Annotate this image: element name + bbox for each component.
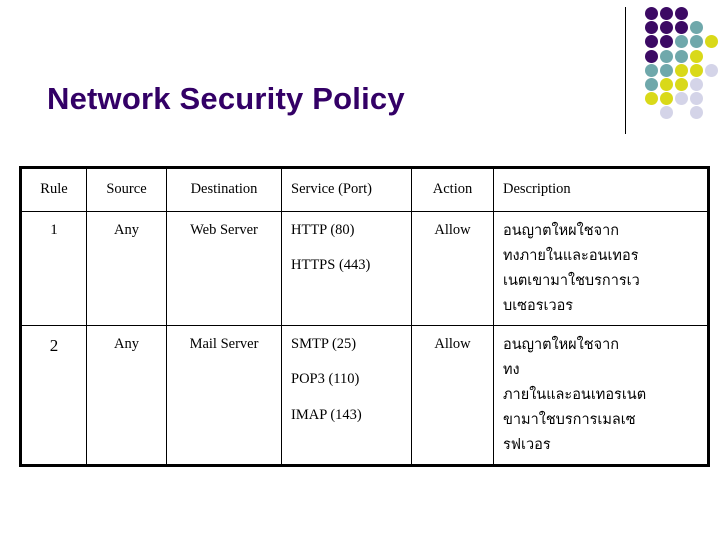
action-value: Allow bbox=[434, 335, 471, 352]
dot-grid-decoration bbox=[645, 7, 718, 120]
column-header-rule-label: Rule bbox=[40, 181, 68, 197]
column-header-destination: Destination bbox=[166, 167, 282, 212]
decoration-dot bbox=[675, 35, 688, 49]
column-header-source: Source bbox=[86, 167, 167, 212]
rule-number: 2 bbox=[49, 335, 59, 355]
description-line: ทงภายในและอนเทอร bbox=[503, 247, 639, 264]
cell-description: อนญาตใหผใชจาก ทง ภายในและอนเทอรเนต ขามาใ… bbox=[493, 324, 709, 467]
service-item: SMTP (25) bbox=[291, 335, 357, 352]
decoration-dot bbox=[660, 35, 673, 49]
column-header-rule: Rule bbox=[20, 167, 87, 212]
destination-value: Mail Server bbox=[189, 335, 259, 352]
decoration-dot bbox=[675, 21, 688, 35]
service-item: HTTP (80) bbox=[291, 221, 355, 238]
decoration-dot bbox=[675, 92, 688, 106]
decoration-dot bbox=[675, 63, 688, 77]
service-item: HTTPS (443) bbox=[291, 257, 371, 273]
decoration-dot bbox=[690, 92, 703, 106]
description-text: อนญาตใหผใชจาก ทง ภายในและอนเทอรเนต ขามาใ… bbox=[494, 326, 707, 465]
decoration-dot bbox=[660, 21, 673, 35]
description-line: บเซอรเวอร bbox=[503, 297, 574, 314]
decoration-dot bbox=[690, 106, 703, 120]
cell-source: Any bbox=[86, 210, 167, 326]
description-text: อนญาตใหผใชจาก ทงภายในและอนเทอร เนตเขามาใ… bbox=[494, 212, 707, 325]
decoration-dot bbox=[645, 78, 658, 91]
table-header-row: Rule Source Destination Service (Port) A… bbox=[20, 167, 709, 212]
decoration-dot bbox=[705, 35, 718, 49]
service-item: IMAP (143) bbox=[291, 406, 362, 423]
column-header-action: Action bbox=[411, 167, 494, 212]
description-line: ขามาใชบรการเมลเซ bbox=[503, 412, 636, 429]
decoration-dot bbox=[705, 63, 718, 77]
table-body: 1 Any Web Server HTTP (80) HTTPS (443) A… bbox=[20, 210, 709, 467]
column-header-description-label: Description bbox=[503, 181, 571, 197]
decoration-dot bbox=[675, 49, 688, 63]
service-item: POP3 (110) bbox=[291, 371, 360, 388]
decoration-dot bbox=[660, 78, 673, 91]
table-row: 1 Any Web Server HTTP (80) HTTPS (443) A… bbox=[20, 210, 709, 326]
cell-action: Allow bbox=[411, 210, 494, 326]
description-line: ภายในและอนเทอรเนต bbox=[503, 387, 647, 404]
decoration-dot bbox=[690, 35, 703, 49]
decoration-dot bbox=[645, 21, 658, 35]
service-list: SMTP (25) POP3 (110) IMAP (143) bbox=[282, 326, 411, 433]
action-value: Allow bbox=[434, 221, 471, 238]
cell-service: SMTP (25) POP3 (110) IMAP (143) bbox=[281, 324, 412, 467]
page-title: Network Security Policy bbox=[47, 81, 405, 116]
cell-description: อนญาตใหผใชจาก ทงภายในและอนเทอร เนตเขามาใ… bbox=[493, 210, 709, 326]
service-list: HTTP (80) HTTPS (443) bbox=[282, 212, 411, 283]
decoration-dot bbox=[660, 63, 673, 77]
title-vertical-rule bbox=[625, 7, 626, 134]
cell-destination: Mail Server bbox=[166, 324, 282, 467]
table-head: Rule Source Destination Service (Port) A… bbox=[20, 167, 709, 212]
decoration-dot bbox=[645, 92, 658, 106]
decoration-dot bbox=[690, 63, 703, 77]
description-line: อนญาตใหผใชจาก bbox=[503, 222, 620, 239]
decoration-dot bbox=[645, 35, 658, 49]
cell-rule: 2 bbox=[20, 324, 87, 467]
description-line: รฟเวอร bbox=[503, 437, 551, 454]
decoration-dot bbox=[675, 78, 688, 91]
column-header-service: Service (Port) bbox=[281, 167, 412, 212]
network-security-policy-table-container: Rule Source Destination Service (Port) A… bbox=[19, 166, 710, 468]
cell-rule: 1 bbox=[20, 210, 87, 326]
cell-destination: Web Server bbox=[166, 210, 282, 326]
decoration-dot bbox=[660, 7, 673, 20]
network-security-policy-table: Rule Source Destination Service (Port) A… bbox=[19, 166, 710, 468]
decoration-dot bbox=[675, 7, 688, 20]
source-value: Any bbox=[114, 221, 139, 238]
decoration-dot bbox=[660, 106, 673, 120]
decoration-dot bbox=[690, 49, 703, 63]
decoration-dot bbox=[690, 21, 703, 35]
column-header-source-label: Source bbox=[106, 181, 147, 197]
description-line: เนตเขามาใชบรการเว bbox=[503, 272, 640, 289]
source-value: Any bbox=[114, 335, 139, 352]
decoration-dot bbox=[690, 78, 703, 91]
column-header-service-label: Service (Port) bbox=[291, 181, 372, 197]
table-row: 2 Any Mail Server SMTP (25) POP3 (110) I… bbox=[20, 324, 709, 467]
rule-number: 1 bbox=[50, 221, 58, 238]
column-header-destination-label: Destination bbox=[190, 181, 258, 197]
decoration-dot bbox=[645, 63, 658, 77]
cell-action: Allow bbox=[411, 324, 494, 467]
decoration-dot bbox=[645, 7, 658, 20]
decoration-dot bbox=[645, 49, 658, 63]
destination-value: Web Server bbox=[190, 221, 258, 238]
column-header-description: Description bbox=[493, 167, 709, 212]
cell-service: HTTP (80) HTTPS (443) bbox=[281, 210, 412, 326]
decoration-dot bbox=[660, 92, 673, 106]
description-line: อนญาตใหผใชจาก bbox=[503, 336, 620, 353]
column-header-action-label: Action bbox=[432, 181, 473, 197]
description-line: ทง bbox=[503, 362, 520, 379]
cell-source: Any bbox=[86, 324, 167, 467]
decoration-dot bbox=[660, 49, 673, 63]
